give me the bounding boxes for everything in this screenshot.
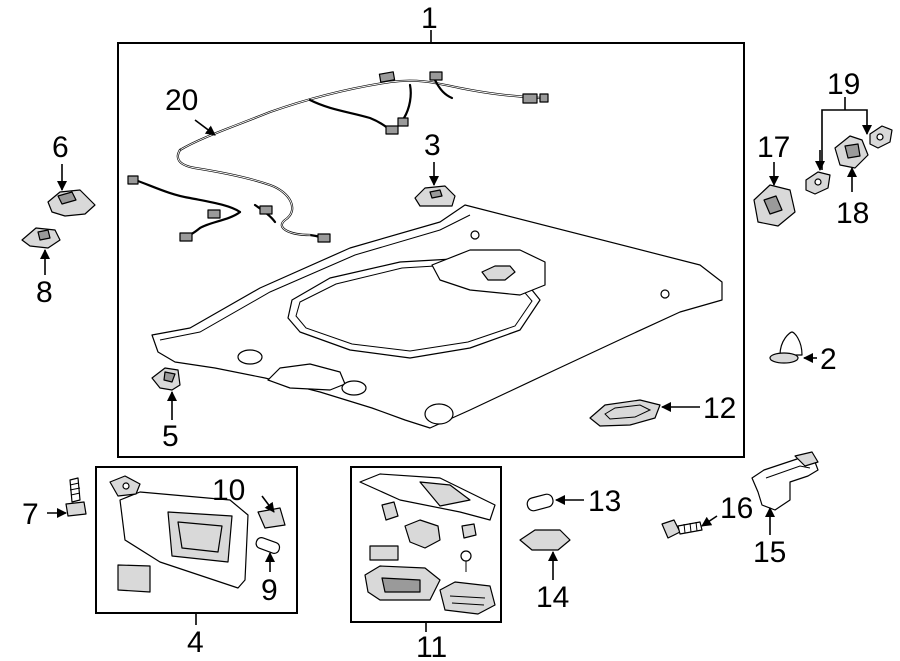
- callout-6: 6: [52, 131, 69, 164]
- part-13-bulb: [526, 493, 554, 512]
- callout-8: 8: [36, 276, 53, 309]
- callout-13: 13: [588, 485, 621, 518]
- part-17-retainer: [753, 184, 796, 227]
- callout-12: 12: [703, 392, 736, 425]
- part-18-retainer: [834, 135, 869, 169]
- callout-3: 3: [424, 129, 441, 162]
- part-5-bracket: [151, 367, 181, 391]
- callout-17: 17: [757, 131, 790, 164]
- callout-2: 2: [820, 343, 837, 376]
- callout-4: 4: [187, 626, 204, 659]
- callout-14: 14: [536, 581, 569, 614]
- part-16-screw: [661, 519, 703, 539]
- part-7-bolt: [65, 477, 87, 517]
- part-2-push-pin: [769, 331, 803, 364]
- leader-lines: [40, 30, 872, 632]
- wiring-harness: [127, 71, 549, 243]
- callout-19: 19: [827, 68, 860, 101]
- callout-16: 16: [720, 492, 753, 525]
- callout-5: 5: [162, 420, 179, 453]
- callout-1: 1: [421, 2, 438, 35]
- callout-10: 10: [212, 474, 245, 507]
- part-11-overhead-console: [359, 473, 496, 615]
- part-19-clips: [805, 125, 893, 195]
- part-8-clip: [21, 227, 61, 249]
- callout-9: 9: [261, 574, 278, 607]
- headliner-panel: [151, 204, 723, 429]
- callout-labels: 1 20 3 5 12 6 8 2 17 19 18 7 10 9 4 11 1…: [22, 2, 869, 661]
- part-15-grab-handle: [751, 451, 819, 511]
- part-12-dome-lamp: [589, 399, 661, 427]
- part-4-sun-visor: [109, 475, 286, 593]
- part-14-reading-lamp: [519, 529, 571, 551]
- callout-18: 18: [836, 197, 869, 230]
- callout-11: 11: [416, 631, 447, 661]
- callout-7: 7: [22, 498, 39, 531]
- callout-20: 20: [165, 84, 198, 117]
- part-6-clip: [47, 189, 96, 217]
- callout-15: 15: [753, 536, 786, 569]
- part-3-clip: [414, 185, 456, 207]
